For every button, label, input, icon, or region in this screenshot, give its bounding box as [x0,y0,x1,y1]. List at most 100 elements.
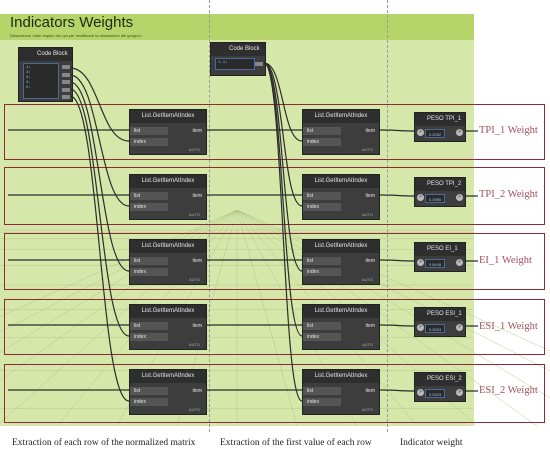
item-output-port[interactable]: item [365,193,375,199]
node-title: List.GetItemAtIndex [303,240,379,253]
lacing-label: AUTO [188,277,200,282]
peso-value[interactable]: 0.2052 [425,129,445,138]
list-input-port[interactable]: list [130,192,168,200]
peso-node-5[interactable]: PESO ESI_2>0.0323> [414,372,466,402]
index-input-port[interactable]: index [130,138,168,146]
index-input-port[interactable]: index [130,203,168,211]
code-block-title: Code Block [19,48,72,61]
list-input-port[interactable]: list [303,387,341,395]
code-line: 1-1; [218,61,228,65]
node-title: List.GetItemAtIndex [130,175,206,188]
item-output-port[interactable]: item [192,258,202,264]
code-block-editor[interactable]: 1-1; [215,58,255,70]
node-title: List.GetItemAtIndex [130,305,206,318]
list-input-port[interactable]: list [130,387,168,395]
code-block-output-ports[interactable] [62,65,70,99]
output-port[interactable] [62,95,70,99]
weight-label-tpi-1: TPI_1 Weight [479,125,538,136]
item-output-port[interactable]: item [192,323,202,329]
peso-node-1[interactable]: PESO TPI_1>0.2052> [414,112,466,142]
peso-output-port[interactable]: > [456,389,463,396]
caption-indicator-weight: Indicator weight [400,438,463,448]
code-block-rows[interactable]: Code Block 1; 2; 3; 4; 5; [18,47,73,102]
lacing-label: AUTO [361,212,373,217]
peso-output-port[interactable]: > [456,129,463,136]
node-title: List.GetItemAtIndex [303,175,379,188]
code-block-title: Code Block [211,43,265,56]
lacing-label: AUTO [188,147,200,152]
item-output-port[interactable]: item [365,258,375,264]
output-port[interactable] [62,65,70,69]
peso-value[interactable]: 0.2693 [425,324,445,333]
column-divider-1 [209,0,210,432]
caption-extraction-rows: Extraction of each row of the normalized… [12,438,196,448]
peso-node-3[interactable]: PESO EI_1>0.6445> [414,242,466,272]
peso-input-port[interactable]: > [417,259,424,266]
peso-input-port[interactable]: > [417,324,424,331]
code-line: 4; [26,81,31,85]
output-port[interactable] [62,87,70,92]
item-output-port[interactable]: item [365,128,375,134]
peso-title: PESO EI_1 [415,243,465,256]
list-input-port[interactable]: list [130,127,168,135]
lacing-label: AUTO [361,277,373,282]
caption-extraction-first-value: Extraction of the first value of each ro… [220,438,372,448]
group-header[interactable] [0,14,474,40]
list-input-port[interactable]: list [303,322,341,330]
output-port[interactable] [255,62,263,66]
peso-node-2[interactable]: PESO TPI_2>0.2985> [414,177,466,207]
peso-output-port[interactable]: > [456,194,463,201]
row-frame-esi-1 [4,299,545,355]
peso-value[interactable]: 0.2985 [425,194,445,203]
lacing-label: AUTO [361,342,373,347]
peso-output-port[interactable]: > [456,324,463,331]
item-output-port[interactable]: item [192,193,202,199]
list-input-port[interactable]: list [303,127,341,135]
list-input-port[interactable]: list [303,257,341,265]
code-block-editor[interactable]: 1; 2; 3; 4; 5; [23,63,59,99]
list-input-port[interactable]: list [303,192,341,200]
peso-value[interactable]: 0.6445 [425,259,445,268]
weight-label-esi-2: ESI_2 Weight [479,385,538,396]
index-input-port[interactable]: index [130,268,168,276]
peso-input-port[interactable]: > [417,389,424,396]
peso-node-4[interactable]: PESO ESI_1>0.2693> [414,307,466,337]
index-input-port[interactable]: index [130,398,168,406]
item-output-port[interactable]: item [365,323,375,329]
output-port[interactable] [62,80,70,84]
list-input-port[interactable]: list [130,322,168,330]
code-block-first-value[interactable]: Code Block 1-1; [210,42,266,76]
peso-input-port[interactable]: > [417,194,424,201]
item-output-port[interactable]: item [192,128,202,134]
peso-title: PESO ESI_1 [415,308,465,321]
index-input-port[interactable]: index [303,333,341,341]
peso-input-port[interactable]: > [417,129,424,136]
item-output-port[interactable]: item [365,388,375,394]
code-line: 5; [26,86,31,90]
index-input-port[interactable]: index [303,138,341,146]
output-port[interactable] [62,72,70,77]
peso-value[interactable]: 0.0323 [425,389,445,398]
list-input-port[interactable]: list [130,257,168,265]
item-output-port[interactable]: item [192,388,202,394]
weight-label-esi-1: ESI_1 Weight [479,321,538,332]
lacing-label: AUTO [188,407,200,412]
lacing-label: AUTO [361,407,373,412]
index-input-port[interactable]: index [303,203,341,211]
index-input-port[interactable]: index [303,268,341,276]
index-input-port[interactable]: index [303,398,341,406]
index-input-port[interactable]: index [130,333,168,341]
lacing-label: AUTO [188,212,200,217]
peso-output-port[interactable]: > [456,259,463,266]
